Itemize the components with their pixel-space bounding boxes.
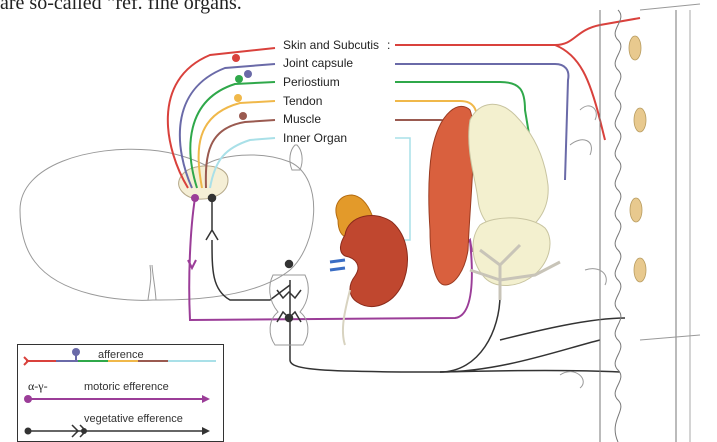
- legend-motoric-efference: motoric efference: [84, 381, 169, 393]
- periost-ganglion: [235, 75, 243, 83]
- label-periostium: Periostium: [283, 75, 340, 89]
- joint-bones: [469, 104, 550, 285]
- legend: afference α-γ- motoric efference vegetat…: [17, 344, 224, 442]
- tendon-ganglion: [234, 94, 242, 102]
- legend-alpha-gamma: α-γ-: [28, 379, 48, 394]
- renal-vessels: [330, 260, 345, 270]
- afferent-ganglia: [232, 54, 252, 120]
- ureter: [343, 290, 350, 345]
- label-joint-capsule: Joint capsule: [283, 56, 353, 70]
- label-tendon: Tendon: [283, 94, 322, 108]
- legend-vegetative-efference: vegetative efference: [84, 413, 183, 425]
- kidney: [340, 216, 407, 307]
- legend-afference: afference: [98, 349, 144, 361]
- muscle-ganglion: [239, 112, 247, 120]
- skin-ganglion: [232, 54, 240, 62]
- label-inner-organ: Inner Organ: [283, 131, 347, 145]
- spinal-cord: [20, 149, 314, 300]
- label-skin-and-subcutis: Skin and Subcutis: [283, 38, 379, 52]
- label-muscle: Muscle: [283, 112, 321, 126]
- joint-ganglion: [244, 70, 252, 78]
- kidney-group: [330, 195, 407, 345]
- skin-layer: [560, 4, 700, 442]
- top-partial-text: are so-called “ref. fine organs.: [0, 0, 242, 15]
- label-skin-colon: :: [387, 38, 390, 52]
- muscle-tissue: [429, 106, 474, 285]
